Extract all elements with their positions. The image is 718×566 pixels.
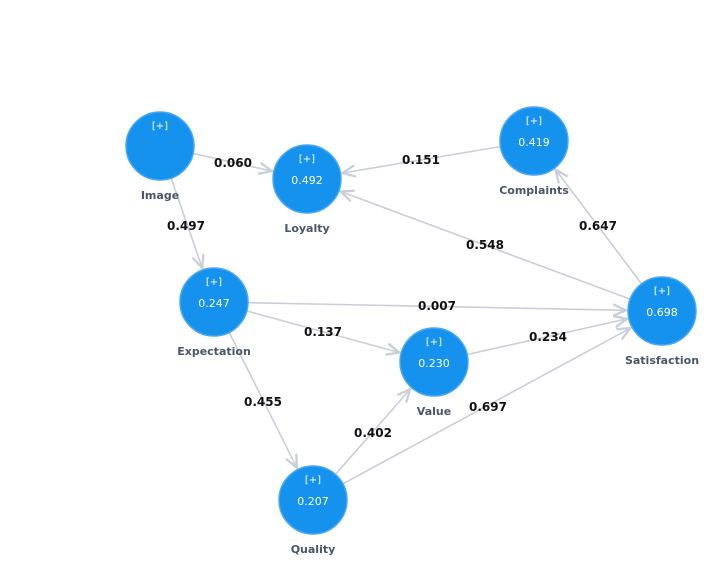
node-label-complaints: Complaints xyxy=(499,184,569,197)
expand-toggle-quality[interactable]: [+] xyxy=(305,475,321,486)
expand-toggle-value[interactable]: [+] xyxy=(426,337,442,348)
node-value-quality: 0.207 xyxy=(297,495,329,508)
node-circle-value[interactable] xyxy=(399,327,469,397)
edge-quality-to-value[interactable] xyxy=(334,389,410,475)
node-value-expectation: 0.247 xyxy=(198,297,230,310)
node-label-loyalty: Loyalty xyxy=(284,222,329,235)
edge-complaints-to-loyalty[interactable] xyxy=(343,145,501,173)
edge-label-image-to-expectation: 0.497 xyxy=(167,219,205,233)
edge-image-to-loyalty[interactable] xyxy=(192,152,272,171)
node-image[interactable]: [+] Image xyxy=(125,111,195,202)
node-circle-quality[interactable] xyxy=(278,465,348,535)
node-value-complaints: 0.419 xyxy=(518,136,550,149)
edge-label-expectation-to-quality: 0.455 xyxy=(244,395,282,409)
node-label-quality: Quality xyxy=(291,543,336,556)
node-circle-satisfaction[interactable] xyxy=(627,276,697,346)
edge-labels-layer: 0.060 0.151 0.497 0.548 0.647 0.007 0.137 0.234… xyxy=(167,153,617,440)
node-value-value: 0.230 xyxy=(418,357,450,370)
edge-satisfaction-to-complaints[interactable] xyxy=(556,170,643,285)
node-circle-complaints[interactable] xyxy=(499,106,569,176)
edge-expectation-to-value[interactable] xyxy=(246,310,399,353)
edge-label-complaints-to-loyalty: 0.151 xyxy=(402,153,440,167)
edge-satisfaction-to-loyalty[interactable] xyxy=(341,192,631,300)
edge-label-expectation-to-value: 0.137 xyxy=(304,325,342,339)
edge-quality-to-satisfaction[interactable] xyxy=(342,328,630,485)
edge-label-satisfaction-to-loyalty: 0.548 xyxy=(466,238,504,252)
expand-toggle-expectation[interactable]: [+] xyxy=(206,277,222,288)
node-circle-expectation[interactable] xyxy=(179,267,249,337)
edge-expectation-to-satisfaction[interactable] xyxy=(247,301,626,311)
expand-toggle-image[interactable]: [+] xyxy=(152,121,168,132)
expand-toggle-satisfaction[interactable]: [+] xyxy=(654,286,670,297)
node-label-satisfaction: Satisfaction xyxy=(625,354,699,367)
edge-label-quality-to-satisfaction: 0.697 xyxy=(469,400,507,414)
edge-expectation-to-quality[interactable] xyxy=(228,332,297,467)
node-label-image: Image xyxy=(141,189,179,202)
node-label-expectation: Expectation xyxy=(177,345,251,358)
node-value-loyalty: 0.492 xyxy=(291,174,323,187)
edge-image-to-expectation[interactable] xyxy=(170,177,202,268)
node-circle-loyalty[interactable] xyxy=(272,144,342,214)
node-value-satisfaction: 0.698 xyxy=(646,306,678,319)
edge-label-quality-to-value: 0.402 xyxy=(354,426,392,440)
edge-value-to-satisfaction[interactable] xyxy=(467,319,627,356)
node-label-value: Value xyxy=(417,405,451,418)
edge-label-image-to-loyalty: 0.060 xyxy=(214,156,252,170)
edge-label-value-to-satisfaction: 0.234 xyxy=(529,330,567,344)
edge-label-expectation-to-satisfaction: 0.007 xyxy=(418,299,456,313)
edges-layer xyxy=(170,145,643,485)
node-circle-image[interactable] xyxy=(125,111,195,181)
expand-toggle-loyalty[interactable]: [+] xyxy=(299,154,315,165)
edge-label-satisfaction-to-complaints: 0.647 xyxy=(579,219,617,233)
expand-toggle-complaints[interactable]: [+] xyxy=(526,116,542,127)
